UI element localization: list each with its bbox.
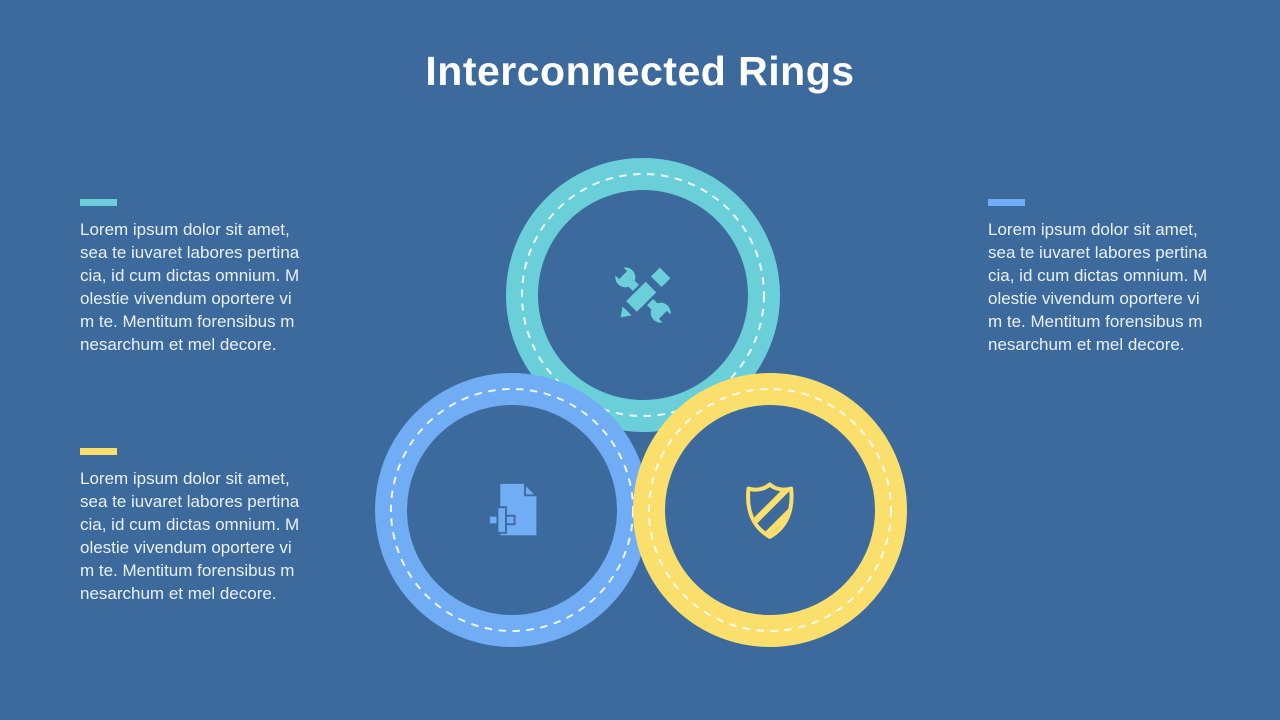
body-text: Lorem ipsum dolor sit amet, sea te iuvar…: [80, 469, 300, 603]
slide-title: Interconnected Rings: [425, 48, 855, 94]
wrench-pencil-icon: [610, 262, 676, 328]
shield-icon: [746, 482, 794, 539]
file-plus-icon: [487, 481, 539, 536]
ring-tools: [506, 158, 780, 432]
text-block-left-bottom: Lorem ipsum dolor sit amet, sea te iuvar…: [80, 448, 370, 605]
ring-shield-dashed-circle: [648, 388, 892, 632]
text-block-left-top: Lorem ipsum dolor sit amet, sea te iuvar…: [80, 199, 370, 356]
ring-tools-dashed-circle: [521, 173, 765, 417]
body-text: Lorem ipsum dolor sit amet, sea te iuvar…: [80, 220, 300, 354]
accent-bar-teal: [80, 199, 117, 206]
interconnected-rings-diagram: [375, 158, 907, 647]
accent-bar-yellow: [80, 448, 117, 455]
text-block-right-top: Lorem ipsum dolor sit amet, sea te iuvar…: [988, 199, 1278, 356]
accent-bar-blue: [988, 199, 1025, 206]
body-text: Lorem ipsum dolor sit amet, sea te iuvar…: [988, 220, 1208, 354]
ring-shield: [633, 373, 907, 647]
